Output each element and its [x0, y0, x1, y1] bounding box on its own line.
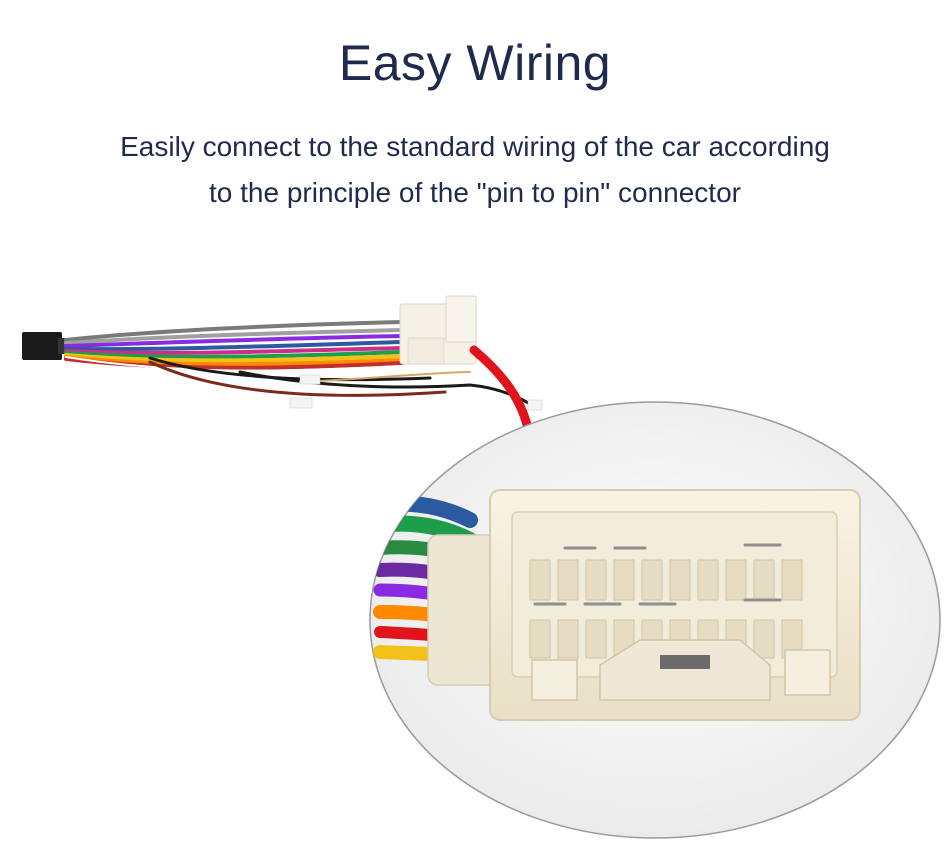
subtitle-line-2: to the principle of the "pin to pin" con…: [209, 177, 741, 208]
page-subtitle: Easily connect to the standard wiring of…: [40, 124, 910, 216]
connector-closeup-icon: [369, 401, 941, 839]
wiring-harness-icon: [22, 295, 543, 411]
subtitle-line-1: Easily connect to the standard wiring of…: [120, 131, 830, 162]
page-title: Easy Wiring: [338, 35, 612, 91]
